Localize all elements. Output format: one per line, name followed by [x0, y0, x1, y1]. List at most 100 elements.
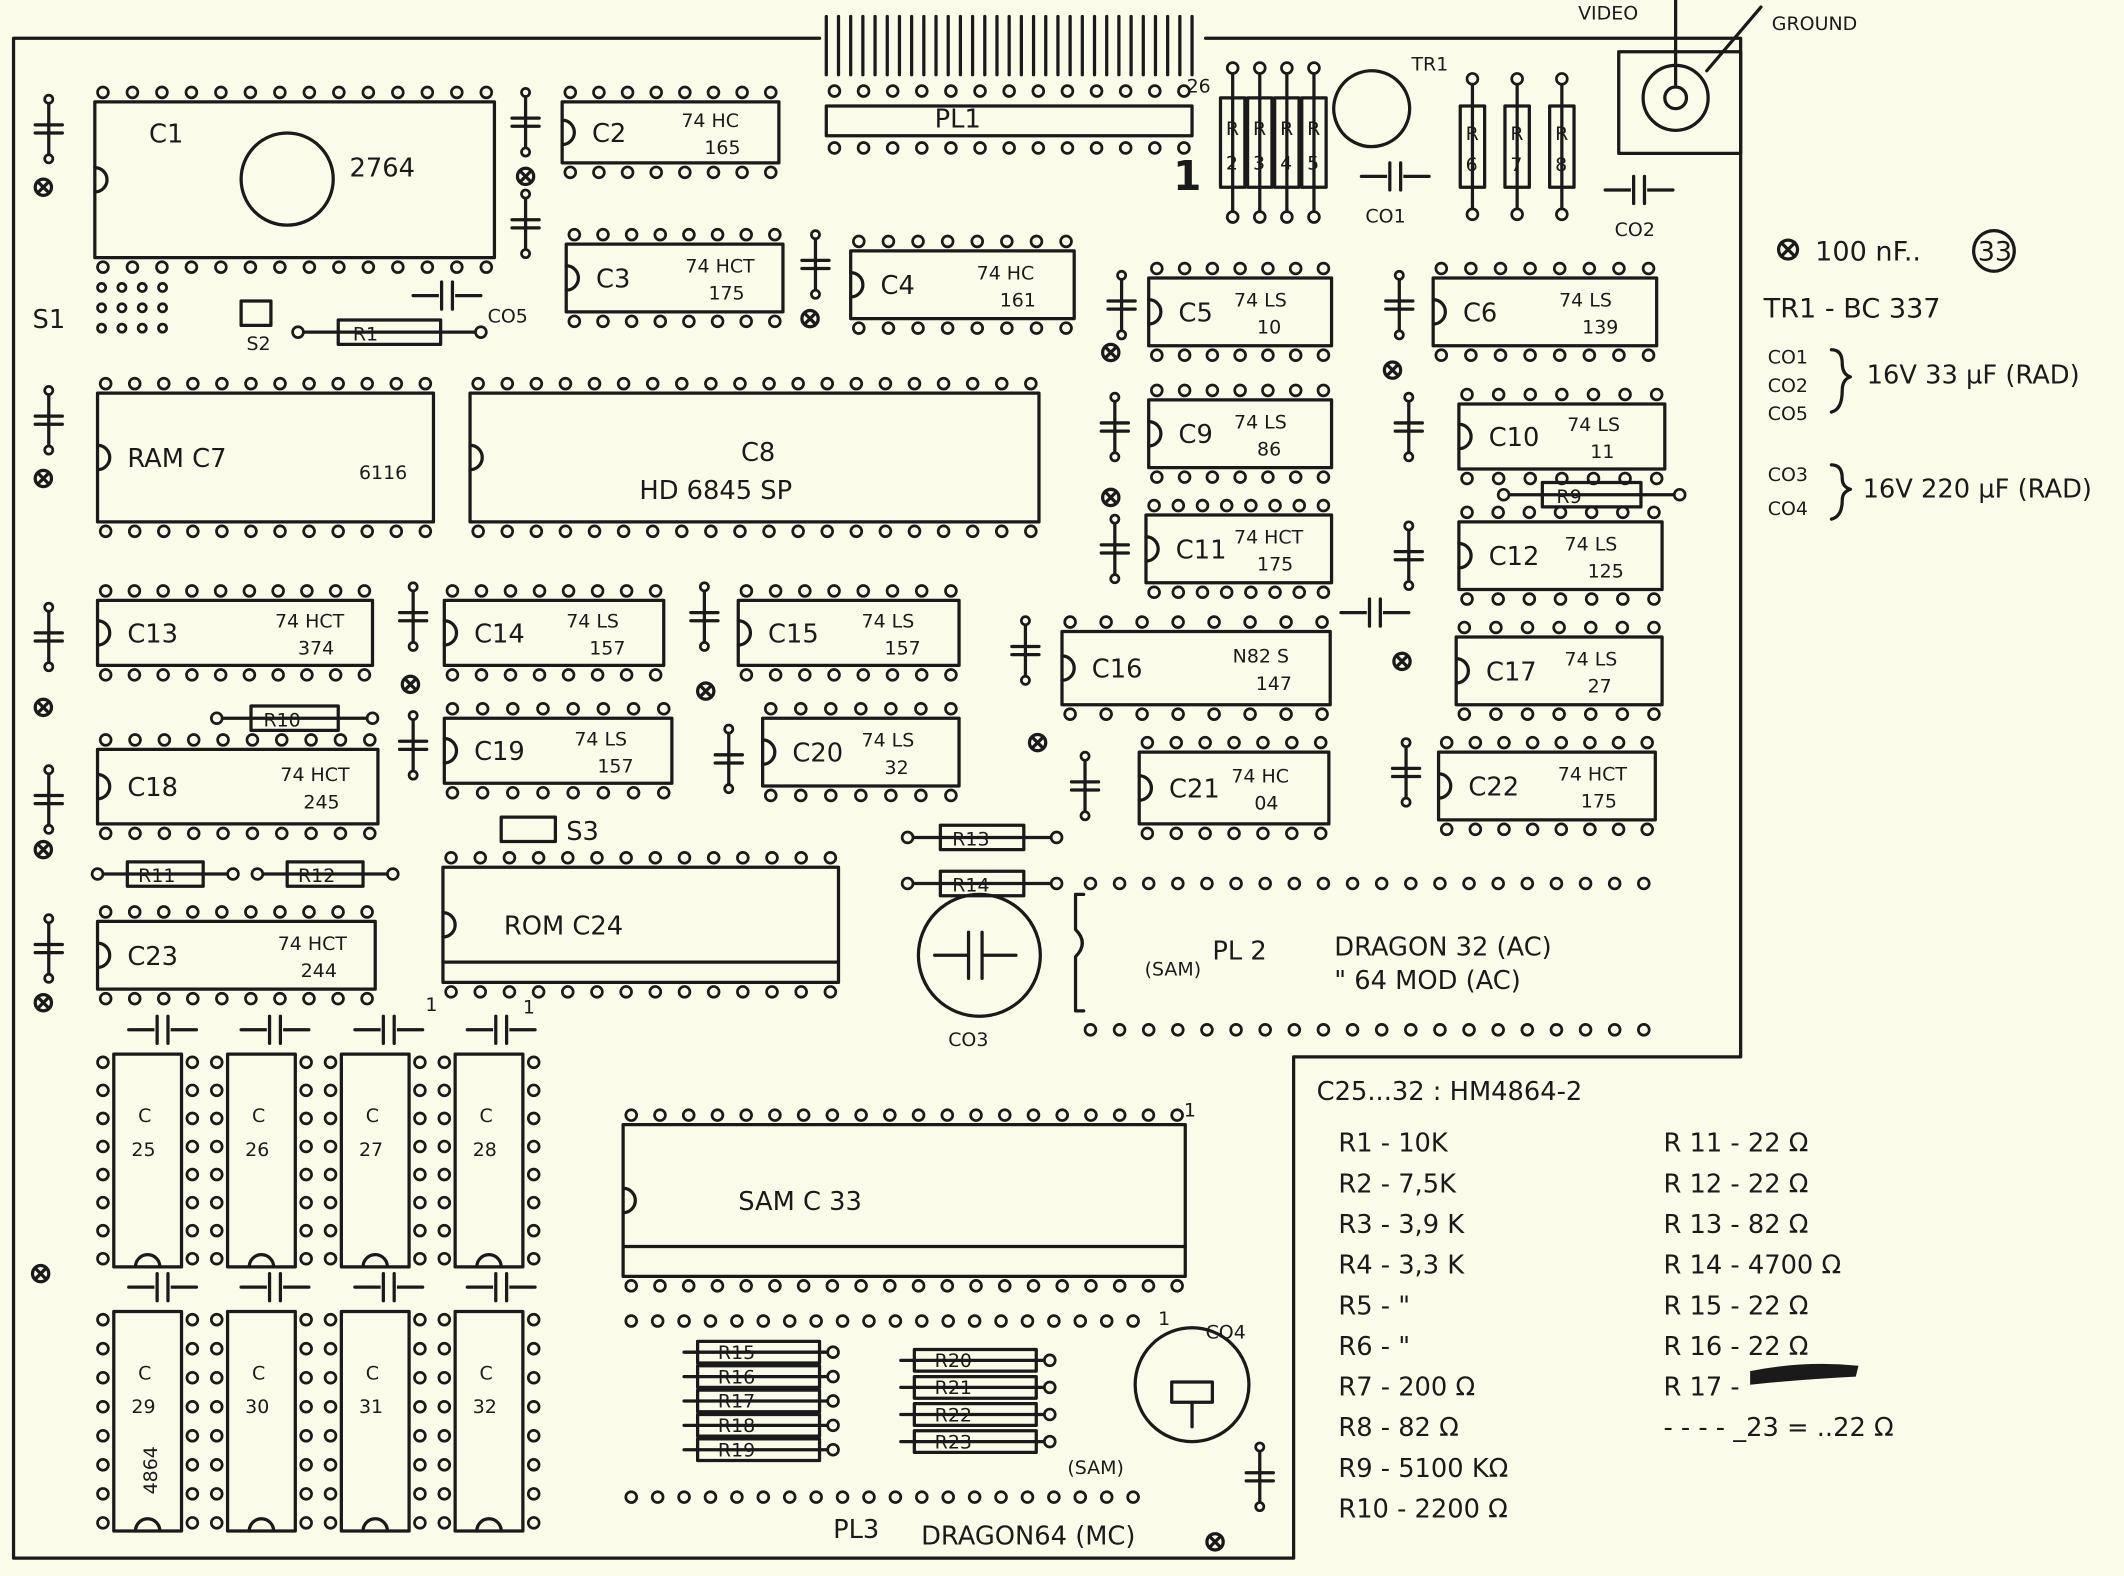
pin [1118, 141, 1133, 155]
resistor-label: 5 [1307, 152, 1319, 174]
pin [413, 1055, 427, 1070]
pin [1616, 592, 1630, 606]
pin [413, 1167, 427, 1182]
chip-label: C9 [1178, 420, 1212, 450]
capacitor-co4 [1133, 1326, 1251, 1444]
pin [413, 1341, 427, 1356]
pin [1313, 826, 1328, 841]
pin [437, 1458, 452, 1472]
pin [127, 905, 142, 919]
pin [299, 1083, 313, 1098]
pin [1640, 822, 1654, 837]
pin [885, 584, 900, 598]
pin [407, 641, 419, 652]
pin [587, 524, 602, 539]
pin [1607, 1023, 1622, 1037]
chip-part: 175 [1257, 554, 1293, 576]
chip-notch [1431, 298, 1447, 326]
pin [1268, 585, 1282, 600]
pin [1497, 735, 1511, 750]
pin [502, 985, 517, 999]
pin [994, 1314, 1008, 1328]
chip-body [560, 100, 781, 165]
resistor-r12: R12 [250, 860, 400, 888]
pin [209, 1083, 224, 1098]
pin [739, 584, 754, 598]
pin [209, 1370, 224, 1385]
chip-label: C23 [127, 942, 178, 972]
chip-label: C [366, 1105, 379, 1127]
bypass-cap-icon [1392, 651, 1412, 672]
capacitor [1359, 161, 1431, 192]
pin [856, 141, 871, 155]
resistor-label: 3 [1253, 152, 1265, 174]
pin [299, 1167, 313, 1182]
pin [1522, 592, 1537, 606]
chip-part: 27 [1588, 676, 1612, 698]
pin [1612, 261, 1626, 276]
bypass-capacitor [1106, 269, 1137, 341]
pin [531, 850, 546, 865]
switch-s1-pin [136, 322, 148, 334]
pin [323, 1083, 338, 1098]
pin [1404, 1023, 1418, 1037]
pin [1393, 269, 1405, 281]
pin [475, 701, 490, 716]
chip-body [1060, 629, 1332, 707]
pin [1150, 383, 1164, 398]
pin [768, 314, 782, 329]
resistor-r16: R16 [682, 1364, 840, 1390]
pin [810, 288, 821, 300]
pin [185, 1111, 200, 1126]
pin [1280, 210, 1294, 224]
pin [856, 668, 871, 682]
pin [940, 1108, 955, 1122]
pin [156, 991, 171, 1006]
pin [445, 584, 460, 598]
pin [944, 788, 958, 803]
pin [862, 1490, 876, 1504]
pin [214, 85, 228, 100]
bypass-capacitor [510, 188, 541, 260]
pin [567, 227, 582, 242]
pin [1612, 348, 1626, 362]
pin [96, 1083, 110, 1098]
pin [361, 260, 376, 274]
pin [704, 376, 718, 391]
pin [907, 376, 922, 391]
pin [96, 1312, 110, 1327]
pin [678, 165, 692, 180]
resistor-body [1300, 96, 1328, 189]
pin [723, 723, 735, 735]
capacitor [127, 1271, 199, 1303]
pin [185, 1516, 200, 1530]
pin [645, 524, 660, 539]
pin [1020, 1490, 1035, 1504]
pin [965, 376, 980, 391]
pin [1258, 1023, 1272, 1037]
chip-notch [1144, 535, 1160, 563]
pin [536, 785, 550, 800]
pin [323, 1251, 338, 1266]
pin [96, 1399, 110, 1414]
pin [900, 876, 915, 891]
pin [1279, 707, 1293, 721]
pin [656, 701, 671, 716]
pin [96, 1055, 110, 1070]
pin [849, 524, 864, 539]
pin [520, 146, 531, 158]
legend-tr1: TR1 - BC 337 [1763, 293, 1941, 324]
pin [698, 641, 710, 652]
pin [765, 850, 779, 865]
pin [96, 1167, 110, 1182]
pin [127, 524, 142, 539]
pin [1552, 620, 1566, 635]
pin [1641, 348, 1656, 362]
pin [1060, 84, 1075, 98]
pin [1496, 487, 1511, 502]
pin [763, 165, 778, 180]
pin [1647, 620, 1661, 635]
